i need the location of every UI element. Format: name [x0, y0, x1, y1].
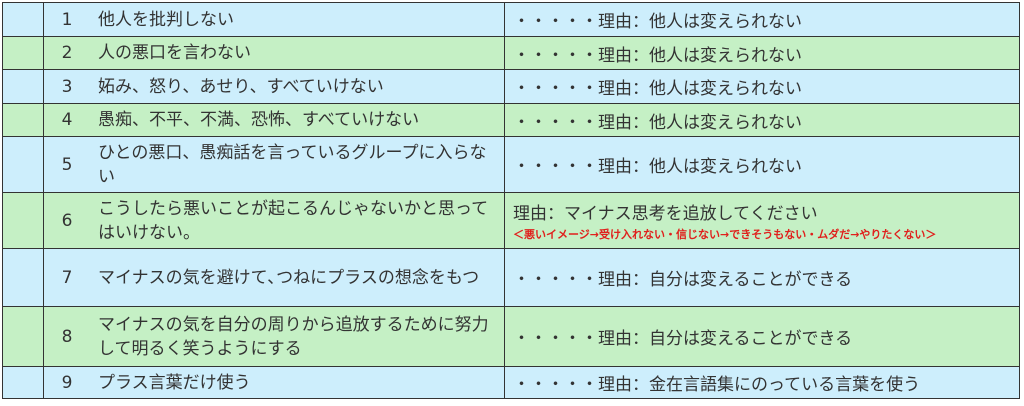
rule-number: 6: [61, 210, 73, 231]
blank-cell: [2, 192, 44, 249]
rule-cell: 5 ひとの悪口、愚痴話を言っているグループに入らない: [43, 136, 505, 193]
rule-cell: 1 他人を批判しない: [43, 2, 505, 37]
rule-cell: 8 マイナスの気を自分の周りから追放するために努力して明るく笑うようにする: [43, 306, 505, 367]
rule-cell: 3 妬み、怒り、あせり、すべていけない: [43, 69, 505, 104]
rule-text: マイナスの気を避けて､つねにプラスの想念をもつ: [98, 267, 480, 288]
reason-text: ・・・・・理由：他人は変えられない: [504, 2, 1020, 37]
rule-text: 他人を批判しない: [98, 9, 234, 30]
rule-number: 7: [61, 267, 73, 288]
reason-text: ・・・・・理由：金在言語集にのっている言葉を使う: [504, 366, 1020, 399]
table-row: 2 人の悪口を言わない ・・・・・理由：他人は変えられない: [2, 36, 1020, 70]
blank-cell: [2, 136, 44, 193]
rule-number: 9: [61, 372, 73, 393]
blank-cell: [2, 69, 44, 104]
rule-cell: 9 プラス言葉だけ使う: [43, 366, 505, 399]
reason-text: ・・・・・理由：他人は変えられない: [504, 36, 1020, 70]
reason-text: ・・・・・理由：他人は変えられない: [504, 136, 1020, 193]
blank-cell: [2, 103, 44, 137]
table-row: 8 マイナスの気を自分の周りから追放するために努力して明るく笑うようにする・・・・…: [2, 306, 1020, 367]
rule-text: 愚痴、不平、不満、恐怖、すべていけない: [98, 110, 420, 130]
reason-text: ・・・・・理由：自分は変えることができる: [504, 306, 1020, 367]
blank-cell: [2, 248, 44, 307]
rule-number: 5: [61, 154, 73, 175]
table-row: 5 ひとの悪口、愚痴話を言っているグループに入らない・・・・・理由：他人は変えられ…: [2, 136, 1020, 193]
rule-text: こうしたら悪いことが起こるんじゃないかと思ってはいけない。: [98, 198, 489, 243]
reason-text: ・・・・・理由：他人は変えられない: [504, 103, 1020, 137]
rule-text: マイナスの気を自分の周りから追放するために努力して明るく笑うようにする: [98, 314, 489, 359]
blank-cell: [2, 36, 44, 70]
blank-cell: [2, 2, 44, 37]
table-row: 9 プラス言葉だけ使う ・・・・・理由：金在言語集にのっている言葉を使う: [2, 366, 1020, 399]
rule-number: 3: [61, 76, 73, 97]
reason-text: 理由：マイナス思考を追放してください: [513, 204, 818, 224]
rule-text: ひとの悪口、愚痴話を言っているグループに入らない: [98, 142, 487, 187]
reason-cell: 理由：マイナス思考を追放してください ＜悪いイメージ→受け入れない・信じない→でき…: [504, 192, 1020, 249]
rule-cell: 6 こうしたら悪いことが起こるんじゃないかと思ってはいけない。: [43, 192, 505, 249]
rule-cell: 4 愚痴、不平、不満、恐怖、すべていけない: [43, 103, 505, 137]
rule-number: 2: [61, 43, 73, 63]
rule-text: 人の悪口を言わない: [98, 43, 251, 63]
table-row: 3 妬み、怒り、あせり、すべていけない ・・・・・理由：他人は変えられない: [2, 69, 1020, 104]
rule-number: 8: [61, 326, 73, 347]
rule-text: 妬み、怒り、あせり、すべていけない: [98, 76, 384, 97]
rule-cell: 2 人の悪口を言わない: [43, 36, 505, 70]
table-row: 7 マイナスの気を避けて､つねにプラスの想念をもつ ・・・・・理由：自分は変えること…: [2, 248, 1020, 307]
rule-number: 1: [61, 9, 73, 30]
reason-note: ＜悪いイメージ→受け入れない・信じない→できそうもない・ムダだ→やりたくない＞: [513, 228, 937, 241]
blank-cell: [2, 366, 44, 399]
rule-text: プラス言葉だけ使う: [98, 372, 251, 393]
reason-text: ・・・・・理由：自分は変えることができる: [504, 248, 1020, 307]
rule-cell: 7 マイナスの気を避けて､つねにプラスの想念をもつ: [43, 248, 505, 307]
reason-text: ・・・・・理由：他人は変えられない: [504, 69, 1020, 104]
rule-number: 4: [61, 110, 73, 130]
table-row: 1 他人を批判しない ・・・・・理由：他人は変えられない: [2, 2, 1020, 37]
blank-cell: [2, 306, 44, 367]
table-row: 4 愚痴、不平、不満、恐怖、すべていけない ・・・・・理由：他人は変えられない: [2, 103, 1020, 137]
